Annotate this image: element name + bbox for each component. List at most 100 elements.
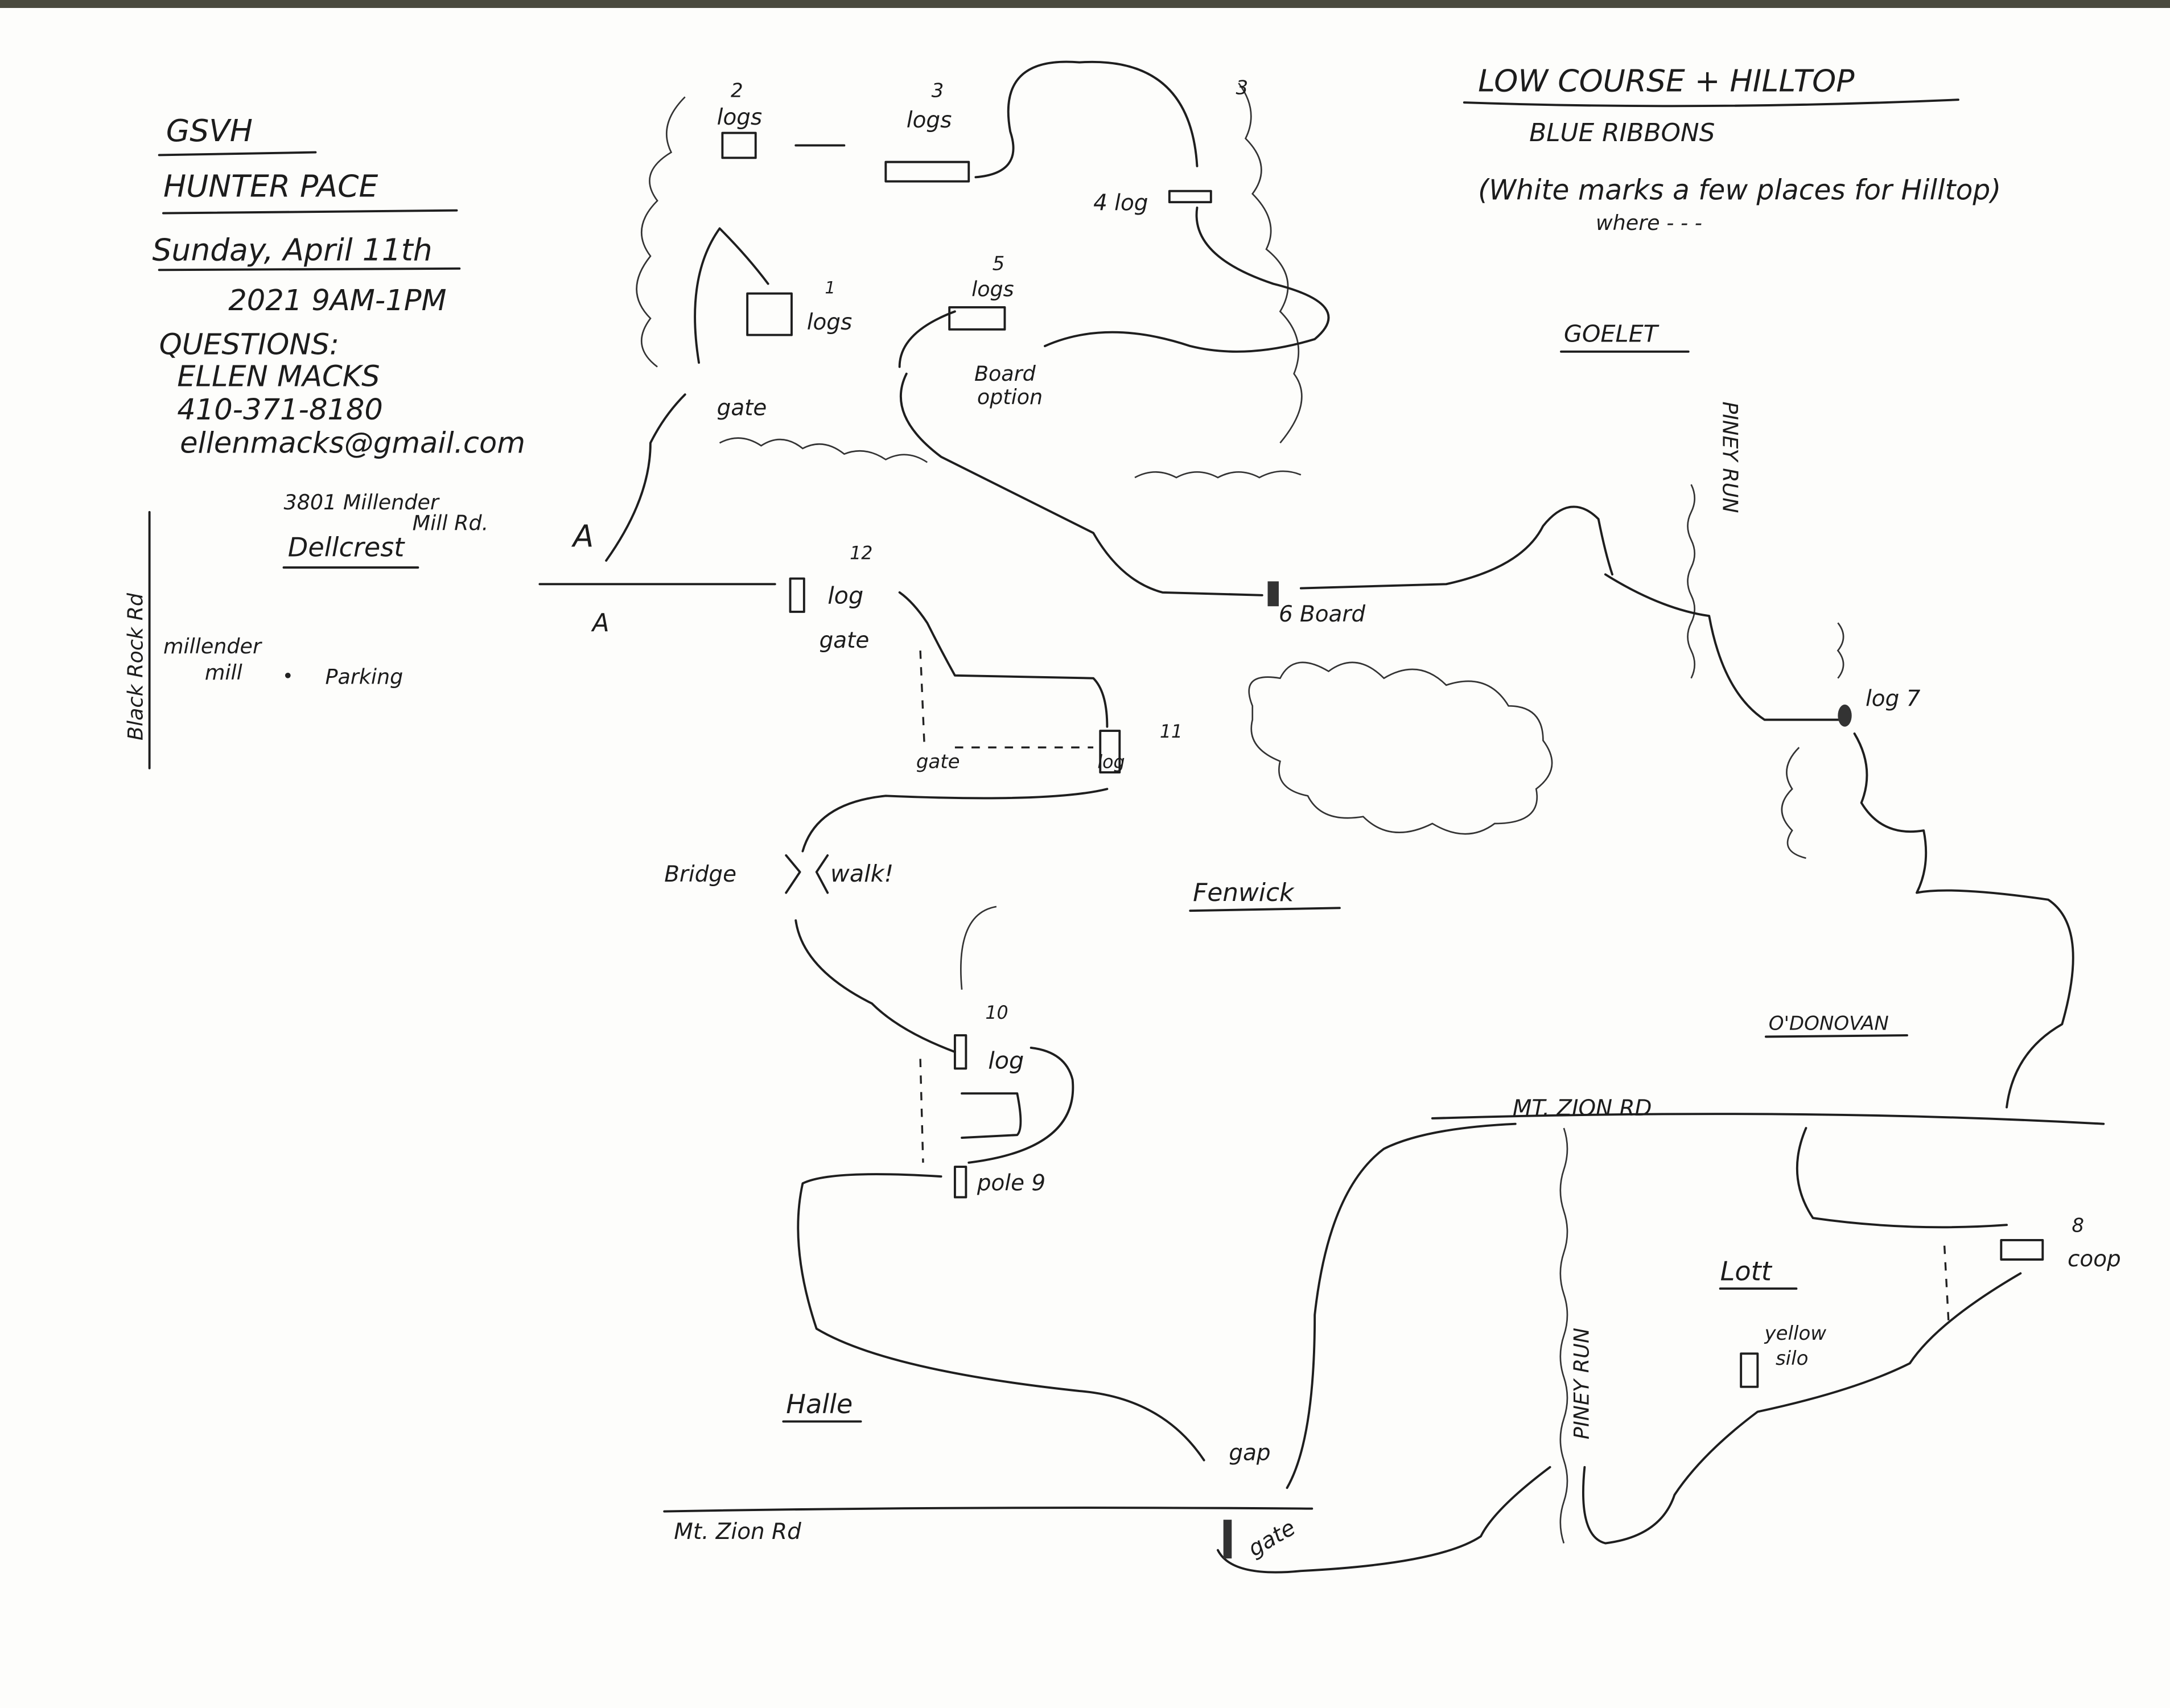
- start-marker-a2: A: [591, 608, 610, 637]
- hilltop-note: (White marks a few places for Hilltop): [1478, 174, 2001, 206]
- roads: Black Rock Rd MT. ZION RD Mt. Zion Rd PI…: [123, 401, 2105, 1545]
- woods-near-log7-north: [1837, 622, 1844, 679]
- property-halle: Halle: [786, 1389, 853, 1419]
- woods-patch-fenwick: [1248, 661, 1553, 835]
- route-to-jump1: [694, 227, 769, 364]
- jump3-label: logs: [907, 108, 952, 133]
- jump2-number: 2: [731, 79, 743, 102]
- ribbons-label: BLUE RIBBONS: [1529, 118, 1715, 147]
- jump7-log-icon: [1838, 704, 1852, 727]
- course-legend: LOW COURSE + HILLTOP BLUE RIBBONS (White…: [1463, 63, 2001, 235]
- jump11-label: log: [1097, 752, 1125, 773]
- event-time: 2021 9AM-1PM: [228, 284, 446, 318]
- underline: [1189, 907, 1341, 912]
- path-north-of-10: [960, 906, 997, 990]
- jump8-label: coop: [2068, 1246, 2121, 1272]
- gate-a-label: gate: [717, 396, 767, 421]
- route-bridge-to-11: [801, 788, 1109, 853]
- jump2-logs-icon: [721, 131, 757, 159]
- jump6-label: 6 Board: [1279, 602, 1365, 627]
- course-route: [538, 60, 2074, 1574]
- underline: [158, 151, 317, 157]
- jump5-label: logs: [971, 277, 1014, 302]
- woods-edge-west: [636, 96, 686, 368]
- property-goelet: GOELET: [1564, 320, 1660, 348]
- woods-edge-south-east: [1134, 470, 1302, 479]
- jump8-coop-icon: [2000, 1239, 2044, 1261]
- gate-road-icon: [1223, 1520, 1232, 1559]
- route-mtzion-north: [1286, 1122, 1517, 1489]
- jump4-log-icon: [1168, 190, 1212, 204]
- event-info: GSVH HUNTER PACE Sunday, April 11th 2021…: [152, 113, 525, 535]
- jump2-label: logs: [717, 105, 763, 130]
- jump5-logs-icon: [948, 306, 1006, 331]
- address-line1: 3801 Millender: [284, 490, 440, 515]
- underline: [1764, 1034, 1908, 1038]
- contact-phone: 410-371-8180: [177, 393, 383, 427]
- jump4-label: 4 log: [1093, 191, 1148, 216]
- woods-near-log7: [1781, 747, 1806, 859]
- mt-zion-road-upper: [1431, 1113, 2105, 1125]
- route-jump5-west: [898, 310, 956, 368]
- start-marker-a1: A: [571, 518, 594, 554]
- bridge-icon: [785, 854, 829, 894]
- jump1-label: logs: [807, 310, 853, 335]
- woods-edge-south: [719, 437, 928, 463]
- jump12-label: log: [827, 582, 863, 609]
- parking-millender: millender: [163, 634, 262, 658]
- gate-road-label: gate: [1244, 1515, 1300, 1562]
- board-option-line1: Board: [974, 361, 1036, 386]
- background-edge: [0, 0, 2170, 8]
- piney-run-upper-label: PINEY RUN: [1718, 401, 1743, 513]
- gate11-label: gate: [916, 751, 960, 773]
- route-jump8-to-lott: [1582, 1272, 2022, 1545]
- jump1-logs-icon: [746, 292, 793, 336]
- route-jump10-to-bridge: [794, 919, 956, 1053]
- route-jump4-to-5: [1044, 206, 1330, 353]
- jump6-board-icon: [1267, 581, 1279, 607]
- parking-label: Parking: [325, 664, 403, 689]
- jump10-label: log: [988, 1047, 1024, 1074]
- contact-name: ELLEN MACKS: [177, 360, 380, 394]
- event-date: Sunday, April 11th: [152, 232, 432, 267]
- walk-label: walk!: [830, 860, 893, 887]
- jump11-log-icon: [1099, 730, 1121, 773]
- jump12-log-icon: [789, 577, 805, 613]
- jump9-pole-icon: [953, 1166, 967, 1199]
- piney-run-creek-lower: [1559, 1127, 1568, 1544]
- mt-zion-road-lower: [663, 1507, 1313, 1513]
- gap-label: gap: [1229, 1441, 1270, 1466]
- gate12-label: gate: [820, 628, 870, 653]
- jump3-number: 3: [932, 79, 944, 102]
- route-to-jump7: [1604, 573, 1842, 721]
- hilltop-white-mark-12: [919, 650, 926, 748]
- underline: [162, 209, 458, 215]
- jump5-number: 5: [993, 252, 1005, 275]
- bridge-label: Bridge: [664, 862, 736, 887]
- jump7-label: log 7: [1866, 686, 1921, 711]
- route-jump9-to-10: [967, 1047, 1074, 1164]
- property-odonovan: O'DONOVAN: [1769, 1012, 1889, 1035]
- jump10-log-icon: [953, 1034, 967, 1070]
- jump3b-number: 3: [1236, 76, 1249, 99]
- board-option-line2: option: [977, 385, 1043, 409]
- contact-email: ellenmacks@gmail.com: [180, 426, 525, 460]
- parking-dot: [285, 672, 291, 678]
- silo-label-line1: yellow: [1764, 1322, 1826, 1345]
- jump12-number: 12: [850, 544, 872, 564]
- property-fenwick: Fenwick: [1193, 878, 1295, 907]
- parking-area: millender mill Parking: [163, 634, 403, 689]
- jump1-number: 1: [825, 278, 835, 298]
- questions-label: QUESTIONS:: [159, 328, 339, 362]
- route-jump3-to-4: [974, 60, 1199, 179]
- piney-run-lower-label: PINEY RUN: [1570, 1328, 1594, 1439]
- mt-zion-road-lower-label: Mt. Zion Rd: [674, 1519, 801, 1545]
- route-to-jump6: [899, 372, 1263, 596]
- underline: [158, 267, 461, 271]
- hilltop-white-mark-8: [1943, 1245, 1950, 1322]
- org-title: GSVH: [166, 113, 253, 149]
- jump-labels: 2 logs 3 logs 3 4 log 1 logs 5 logs Boar…: [571, 76, 2121, 1562]
- underline: [1463, 98, 1959, 108]
- address-line2: Mill Rd.: [413, 511, 489, 535]
- piney-run-creek-upper: [1687, 484, 1696, 679]
